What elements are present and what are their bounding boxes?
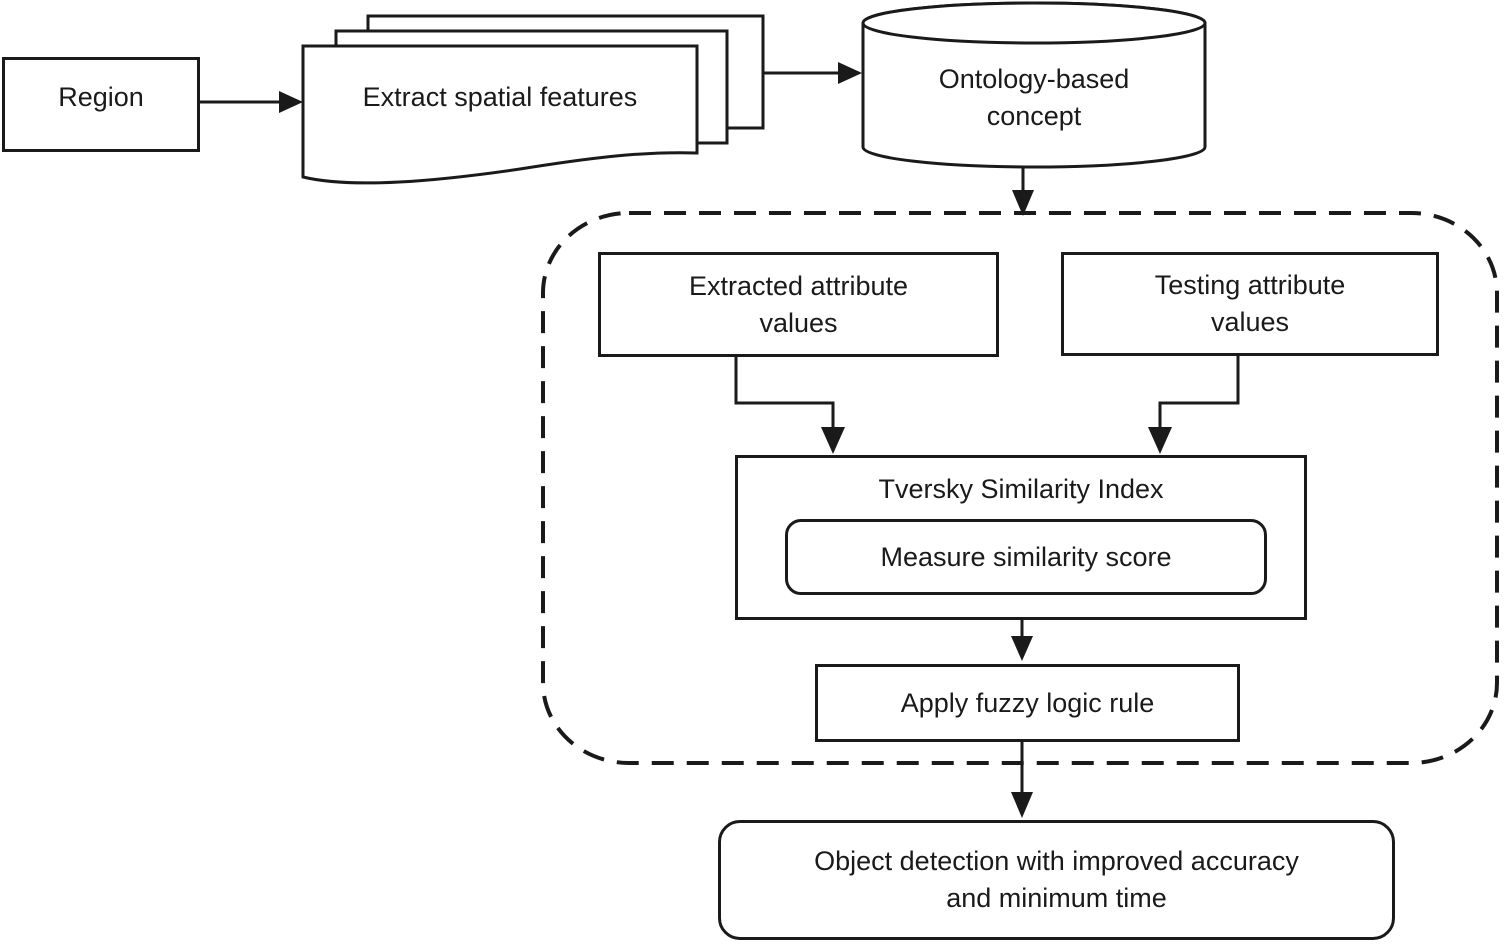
node-tversky-index-label: Tversky Similarity Index bbox=[878, 474, 1164, 504]
document-stack-shape bbox=[301, 14, 765, 185]
node-fuzzy-rule-label: Apply fuzzy logic rule bbox=[900, 687, 1155, 718]
node-result-label: Object detection with improved accuracy … bbox=[814, 846, 1299, 913]
arrow-tversky-to-fuzzy bbox=[1011, 620, 1033, 661]
dashed-container bbox=[541, 211, 1499, 765]
node-testing-attributes-label: Testing attribute values bbox=[1154, 270, 1346, 337]
node-tversky-index: Tversky Similarity Index Measure similar… bbox=[735, 455, 1307, 620]
node-testing-attributes: Testing attribute values bbox=[1061, 252, 1439, 356]
arrow-ontology-to-container bbox=[1012, 167, 1034, 216]
node-result: Object detection with improved accuracy … bbox=[718, 820, 1395, 940]
arrow-fuzzy-to-result bbox=[1011, 742, 1033, 818]
database-cylinder-shape bbox=[861, 1, 1207, 169]
node-measure-score: Measure similarity score bbox=[785, 519, 1267, 595]
arrow-region-to-extract bbox=[200, 91, 303, 113]
node-extracted-attributes-label: Extracted attribute values bbox=[688, 270, 909, 338]
node-measure-score-label: Measure similarity score bbox=[880, 541, 1172, 572]
node-fuzzy-rule: Apply fuzzy logic rule bbox=[815, 664, 1240, 742]
node-extracted-attributes: Extracted attribute values bbox=[598, 252, 999, 357]
node-region-label: Region bbox=[58, 82, 144, 112]
node-region: Region bbox=[2, 57, 200, 152]
cylinder-top-rim bbox=[861, 1, 1207, 45]
document-page-front-icon bbox=[301, 44, 699, 185]
connector-testing-to-tversky bbox=[1148, 356, 1240, 454]
arrow-extract-to-ontology bbox=[763, 62, 862, 84]
node-extract-features-label: Extract spatial features bbox=[362, 82, 638, 112]
node-ontology-concept-label: Ontology-based concept bbox=[938, 64, 1130, 131]
connector-extracted-to-tversky bbox=[734, 357, 845, 454]
